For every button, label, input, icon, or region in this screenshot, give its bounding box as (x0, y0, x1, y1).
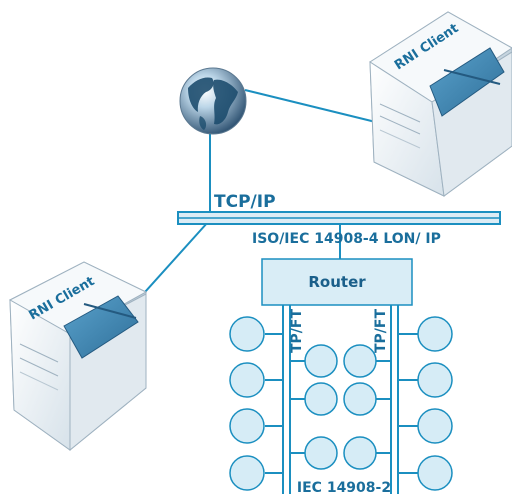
field-channels (265, 305, 418, 494)
tcpip-label: TCP/IP (214, 192, 276, 212)
field-bus-label: IEC 14908-2 (297, 480, 391, 494)
globe-icon (179, 67, 247, 135)
lon-nodes (229, 316, 453, 491)
lon-node-icon (304, 436, 338, 470)
lon-node-icon (229, 408, 265, 444)
lon-node-icon (343, 436, 377, 470)
lon-node-icon (229, 316, 265, 352)
server-icon (369, 11, 512, 197)
rni-client-bottom-left: RNI Client (8, 261, 148, 452)
lon-node-icon (229, 362, 265, 398)
server-icon (8, 261, 148, 452)
router-box (261, 258, 413, 306)
lon-node-icon (343, 344, 377, 378)
lon-node-icon (304, 382, 338, 416)
backbone-protocol-label: ISO/IEC 14908-4 LON/ IP (252, 231, 441, 247)
lon-node-icon (417, 408, 453, 444)
rni-client-top-right: RNI Client (369, 11, 512, 197)
lon-node-icon (229, 455, 265, 491)
lon-node-icon (417, 455, 453, 491)
left-channel-label: TP/FT (289, 309, 305, 353)
backbone-bus (177, 211, 501, 225)
lon-node-icon (343, 382, 377, 416)
lon-node-icon (417, 362, 453, 398)
lon-node-icon (417, 316, 453, 352)
router-label: Router (308, 273, 366, 291)
lon-node-icon (304, 344, 338, 378)
right-channel-label: TP/FT (373, 309, 389, 353)
router: Router (261, 258, 413, 306)
